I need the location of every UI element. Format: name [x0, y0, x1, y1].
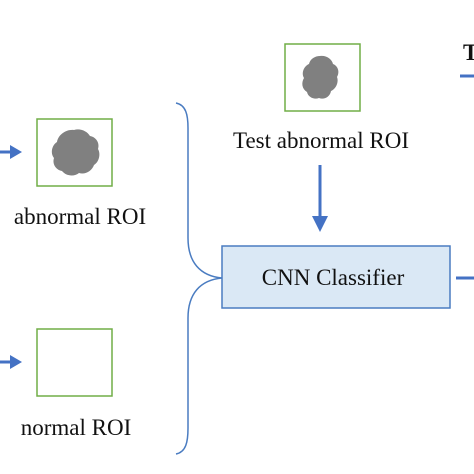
test-abnormal-roi-label: Test abnormal ROI [233, 128, 409, 153]
abnormal-roi-label: abnormal ROI [14, 204, 146, 229]
test-lesion-icon [302, 55, 339, 99]
arrow-into-abnormal-roi-head [10, 145, 22, 159]
training-brace [175, 102, 223, 455]
cnn-classifier-label: CNN Classifier [262, 265, 405, 290]
arrow-into-normal-roi-head [10, 355, 22, 369]
abnormal-lesion-icon [51, 129, 100, 176]
cnn-classifier-box [221, 245, 451, 309]
arrow-test-to-classifier-head [312, 216, 328, 232]
partial-heading: T [463, 40, 474, 65]
normal-roi-box [36, 328, 113, 397]
normal-roi-label: normal ROI [21, 415, 132, 440]
